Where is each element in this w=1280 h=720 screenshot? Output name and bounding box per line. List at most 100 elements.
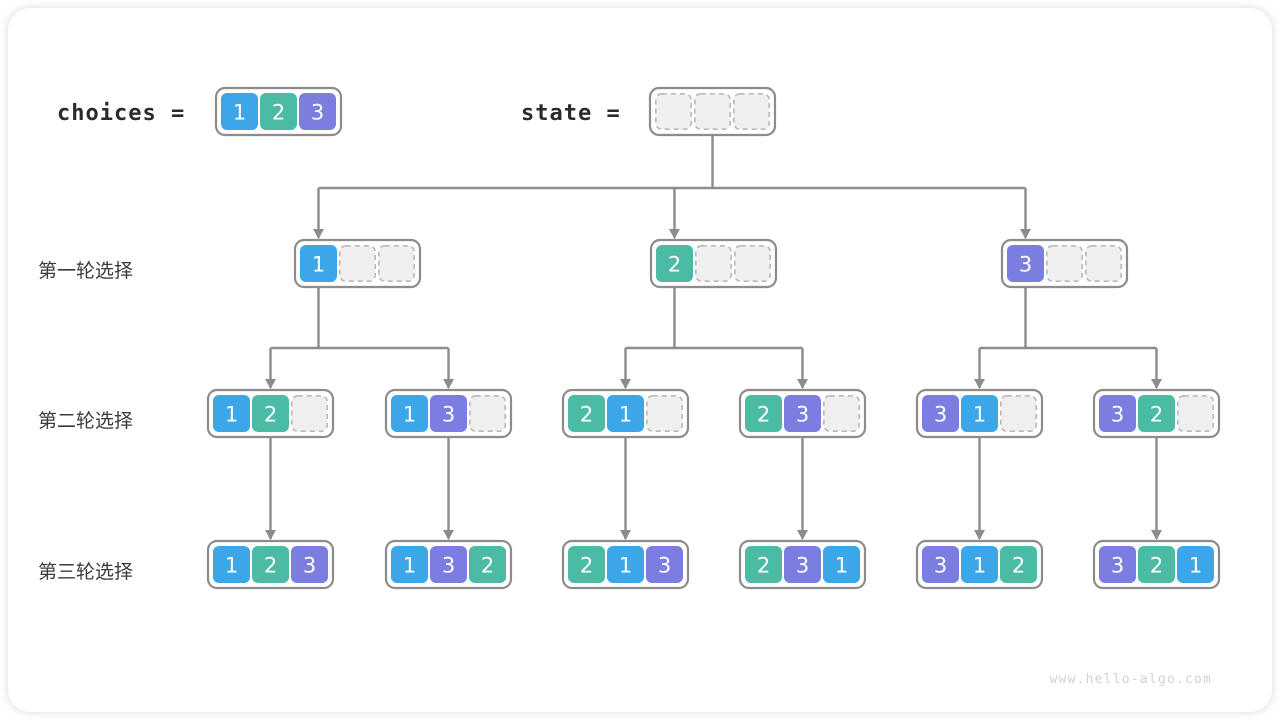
round2-box-3-cell-2-empty xyxy=(822,394,860,432)
arrow-round1-1 xyxy=(669,229,680,239)
round2-box-3-cell-0-value: 2 xyxy=(757,403,770,427)
round2-box-1-cell-2-empty xyxy=(468,394,506,432)
round2-box-1-cell-1 xyxy=(430,395,467,432)
round2-box-0-cell-0-value: 1 xyxy=(225,403,238,427)
arrow-round2-4 xyxy=(974,379,985,389)
choices-array-cell-0-value: 1 xyxy=(233,101,246,125)
round3-box-0-cell-1 xyxy=(252,546,289,583)
arrow-round3-0 xyxy=(265,530,276,540)
round3-box-2-cell-0 xyxy=(568,546,605,583)
arrow-round2-1 xyxy=(443,379,454,389)
round1-box-2-cell-0-value: 3 xyxy=(1019,253,1032,277)
arrow-round3-5 xyxy=(1151,530,1162,540)
state-array-cell-2-empty xyxy=(732,93,770,131)
arrow-round2-0 xyxy=(265,379,276,389)
round3-box-4-cell-1 xyxy=(961,546,998,583)
round3-box-5-cell-1 xyxy=(1138,546,1175,583)
round1-box-0-cell-0-value: 1 xyxy=(312,253,325,277)
state-array-cell-1-empty xyxy=(693,93,731,131)
state-array-cell-0-empty xyxy=(654,93,692,131)
round3-box-3-cell-2 xyxy=(823,546,860,583)
round1-box-1: 2 xyxy=(649,238,778,289)
round3-box-1-cell-0 xyxy=(391,546,428,583)
round2-box-5-cell-0 xyxy=(1099,395,1136,432)
choices-array-cell-1 xyxy=(260,93,297,130)
row-label-2: 第二轮选择 xyxy=(38,410,133,432)
round3-box-1-cell-0-value: 1 xyxy=(403,554,416,578)
round2-box-1-cell-0-value: 1 xyxy=(403,403,416,427)
round3-box-5-cell-2 xyxy=(1177,546,1214,583)
round3-box-3-cell-0-value: 2 xyxy=(757,554,770,578)
round2-box-0-cell-1-value: 2 xyxy=(264,403,277,427)
round3-box-4-cell-1-value: 1 xyxy=(973,554,986,578)
round3-box-2-cell-1-value: 1 xyxy=(619,554,632,578)
round2-box-3-cell-1 xyxy=(784,395,821,432)
round3-box-4-cell-0-value: 3 xyxy=(934,554,947,578)
row-label-1: 第一轮选择 xyxy=(38,260,133,282)
round2-box-5-cell-1-value: 2 xyxy=(1150,403,1163,427)
round3-box-0-cell-0 xyxy=(213,546,250,583)
arrow-round3-1 xyxy=(443,530,454,540)
round3-box-0-cell-2 xyxy=(291,546,328,583)
watermark-text: www.hello-algo.com xyxy=(1050,672,1212,687)
round3-box-3: 2 3 1 xyxy=(738,539,867,590)
round3-box-1-cell-1 xyxy=(430,546,467,583)
round3-box-2-cell-0-value: 2 xyxy=(580,554,593,578)
round2-box-5-cell-2-empty xyxy=(1177,394,1215,432)
round3-box-3-cell-2-value: 1 xyxy=(835,554,848,578)
round2-box-4-cell-1-value: 1 xyxy=(973,403,986,427)
round3-box-2-cell-2 xyxy=(646,546,683,583)
round3-box-1-cell-1-value: 3 xyxy=(442,554,455,578)
round3-box-3-cell-0 xyxy=(745,546,782,583)
round1-box-0-cell-1-empty xyxy=(338,245,376,283)
round3-box-5-cell-2-value: 1 xyxy=(1189,554,1202,578)
round3-box-5-cell-1-value: 2 xyxy=(1150,554,1163,578)
choices-array-cell-1-value: 2 xyxy=(272,101,285,125)
round3-box-1-cell-2 xyxy=(469,546,506,583)
round2-box-2-cell-1-value: 1 xyxy=(619,403,632,427)
arrow-round2-2 xyxy=(620,379,631,389)
round2-box-1-cell-1-value: 3 xyxy=(442,403,455,427)
round3-box-1: 1 3 2 xyxy=(384,539,513,590)
round2-box-5-cell-1 xyxy=(1138,395,1175,432)
round2-box-2-cell-2-empty xyxy=(645,394,683,432)
choices-array-cell-2-value: 3 xyxy=(311,101,324,125)
round1-box-1-cell-0-value: 2 xyxy=(668,253,681,277)
arrow-round1-0 xyxy=(313,229,324,239)
arrow-round3-3 xyxy=(797,530,808,540)
arrow-round3-4 xyxy=(974,530,985,540)
round3-box-5-cell-0-value: 3 xyxy=(1111,554,1124,578)
round2-box-5-cell-0-value: 3 xyxy=(1111,403,1124,427)
round2-box-2-cell-0-value: 2 xyxy=(580,403,593,427)
round2-box-0-cell-1 xyxy=(252,395,289,432)
round2-box-2-cell-1 xyxy=(607,395,644,432)
round3-box-1-cell-2-value: 2 xyxy=(481,554,494,578)
row-label-3: 第三轮选择 xyxy=(38,561,133,583)
arrow-round1-2 xyxy=(1020,229,1031,239)
round2-box-4-cell-0-value: 3 xyxy=(934,403,947,427)
round2-box-4-cell-0 xyxy=(922,395,959,432)
round1-box-1-cell-0 xyxy=(656,245,693,282)
round1-box-0-cell-2-empty xyxy=(377,245,415,283)
round3-box-2-cell-1 xyxy=(607,546,644,583)
choices-array: 1 2 3 xyxy=(214,86,343,137)
round3-box-3-cell-1-value: 3 xyxy=(796,554,809,578)
choices-array-cell-2 xyxy=(299,93,336,130)
round2-box-2-cell-0 xyxy=(568,395,605,432)
round2-box-1-cell-0 xyxy=(391,395,428,432)
round2-box-0-cell-2-empty xyxy=(290,394,328,432)
round1-box-2-cell-2-empty xyxy=(1085,245,1123,283)
round2-box-3-cell-0 xyxy=(745,395,782,432)
round1-box-2: 3 xyxy=(1000,238,1129,289)
